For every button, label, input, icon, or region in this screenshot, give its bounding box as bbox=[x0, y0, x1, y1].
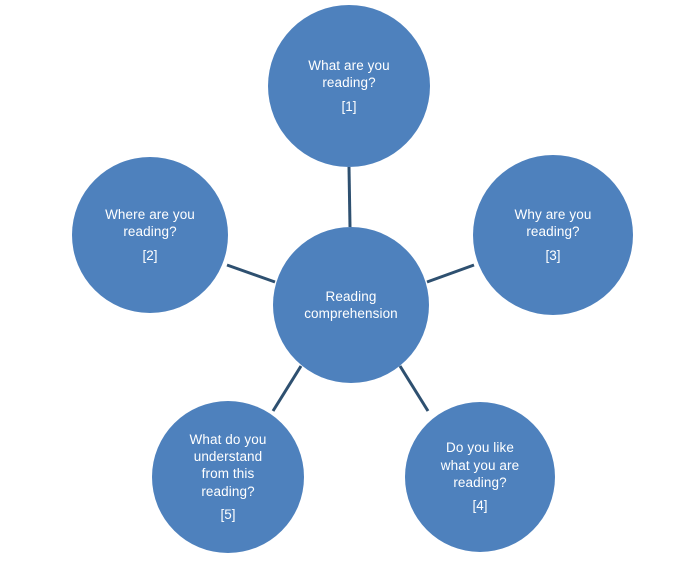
node-label: Why are you reading? bbox=[514, 207, 592, 240]
center-node-center[interactable]: Reading comprehension bbox=[273, 227, 429, 383]
node-index: [1] bbox=[341, 98, 357, 114]
connector-center-5 bbox=[271, 365, 303, 412]
node-label: What do you understand from this reading… bbox=[189, 431, 267, 499]
connector-center-1 bbox=[347, 166, 352, 228]
node-node-2[interactable]: Where are you reading? [2] bbox=[72, 157, 228, 313]
node-label: Where are you reading? bbox=[105, 207, 195, 240]
node-index: [4] bbox=[472, 498, 488, 514]
connector-center-2 bbox=[226, 263, 276, 284]
connector-center-3 bbox=[426, 263, 475, 284]
node-node-5[interactable]: What do you understand from this reading… bbox=[152, 401, 304, 553]
node-index: [2] bbox=[142, 247, 158, 263]
node-label: Do you like what you are reading? bbox=[440, 440, 520, 490]
node-index: [5] bbox=[220, 506, 236, 522]
node-node-3[interactable]: Why are you reading? [3] bbox=[473, 155, 633, 315]
node-label: Reading comprehension bbox=[304, 288, 398, 321]
node-index: [3] bbox=[545, 247, 561, 263]
connector-center-4 bbox=[398, 365, 430, 412]
node-node-4[interactable]: Do you like what you are reading? [4] bbox=[405, 402, 555, 552]
node-label: What are you reading? bbox=[308, 58, 390, 91]
node-node-1[interactable]: What are you reading? [1] bbox=[268, 5, 430, 167]
